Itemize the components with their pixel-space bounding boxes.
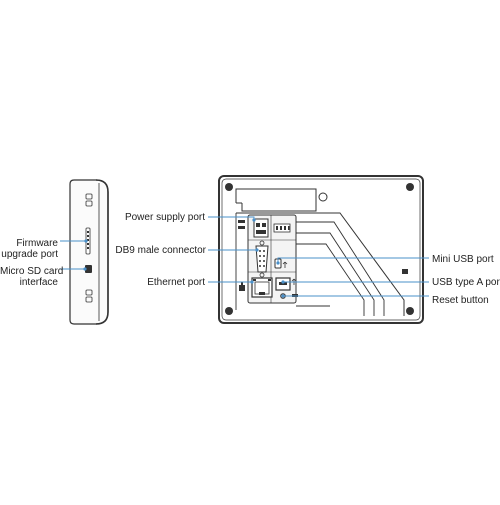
- mini-usb-leader-dot: [276, 261, 280, 265]
- ethernet-port-icon: [251, 277, 273, 298]
- firmware-leader-dot: [84, 239, 88, 243]
- firmware-label-line-2: upgrade port: [1, 249, 58, 260]
- mini-usb-port-label: Mini USB port: [432, 254, 494, 265]
- usb-type-a-port-label: USB type A port: [432, 277, 500, 288]
- leader-endpoints: [83, 218, 285, 298]
- power-supply-port-label: Power supply port: [124, 212, 205, 223]
- power-supply-leader: [208, 216, 255, 220]
- back-hole-icon: [318, 192, 328, 202]
- micro-sd-card-slot-icon: [85, 265, 92, 273]
- micro-sd-leader-dot: [83, 267, 87, 271]
- screw-icon: [225, 307, 233, 315]
- pin-header-icon: [273, 223, 291, 233]
- usb-symbol-icon: [282, 261, 288, 268]
- screw-icon: [406, 307, 414, 315]
- db9-leader-dot: [255, 248, 259, 252]
- firmware-upgrade-port-icon: [85, 227, 91, 255]
- usb-type-a-port-icon: [275, 277, 291, 291]
- screw-icon: [406, 183, 414, 191]
- micro-sd-label-line-2: interface: [19, 277, 58, 288]
- ethernet-port-label: Ethernet port: [147, 277, 205, 288]
- device-back-view: [218, 175, 424, 324]
- reset-button-leader-dot: [281, 294, 285, 298]
- firmware-label-line-1: Firmware: [16, 238, 58, 249]
- firmware-upgrade-port-label: Firmware upgrade port: [0, 238, 58, 260]
- db9-male-connector-label: DB9 male connector: [115, 245, 206, 256]
- usb-type-a-leader-dot: [281, 280, 285, 284]
- small-indicator-icon: [402, 269, 408, 274]
- leader-lines: [60, 216, 429, 297]
- reset-button-label: Reset button: [432, 295, 489, 306]
- power-supply-leader-dot: [252, 218, 256, 222]
- micro-sd-card-interface-label: Micro SD card interface: [0, 266, 64, 288]
- power-supply-port-icon: [253, 218, 269, 238]
- network-symbol-icon: [239, 282, 245, 291]
- mini-usb-leader: [277, 257, 429, 263]
- db9-connector-icon: [255, 240, 269, 278]
- micro-sd-label-line-1: Micro SD card: [0, 266, 64, 277]
- ethernet-leader-dot: [250, 280, 254, 284]
- screw-icon: [225, 183, 233, 191]
- power-symbol-icon: [238, 220, 245, 229]
